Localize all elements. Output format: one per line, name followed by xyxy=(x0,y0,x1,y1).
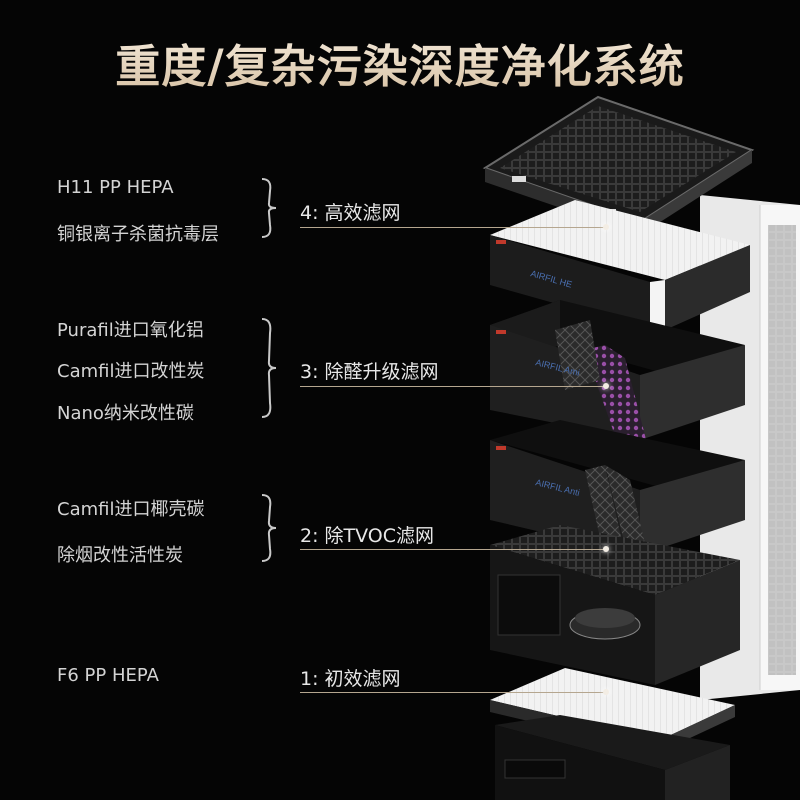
page-title: 重度/复杂污染深度净化系统 xyxy=(0,30,800,95)
brace-icon xyxy=(261,178,277,238)
leader-line xyxy=(300,386,605,387)
brace-icon xyxy=(261,494,277,562)
stage-label: 1: 初效滤网 xyxy=(300,668,401,690)
material-label: 除烟改性活性炭 xyxy=(57,545,183,566)
material-label: 铜银离子杀菌抗毒层 xyxy=(57,224,219,245)
material-label: Nano纳米改性碳 xyxy=(57,403,194,424)
stage-label: 3: 除醛升级滤网 xyxy=(300,361,439,383)
indicator-dot xyxy=(603,224,609,230)
base-unit xyxy=(495,715,730,800)
stage-label: 2: 除TVOC滤网 xyxy=(300,525,435,547)
stage-label: 4: 高效滤网 xyxy=(300,202,401,224)
brace-icon xyxy=(261,318,277,418)
material-label: Camfil进口改性炭 xyxy=(57,361,205,382)
material-label: F6 PP HEPA xyxy=(57,665,159,686)
material-label: Camfil进口椰壳碳 xyxy=(57,499,205,520)
indicator-dot xyxy=(603,546,609,552)
hepa-filter-module: AIRFIL HE xyxy=(490,200,750,330)
fan-module xyxy=(490,525,740,685)
material-label: Purafil进口氧化铝 xyxy=(57,320,204,341)
leader-line xyxy=(300,692,605,693)
material-label: H11 PP HEPA xyxy=(57,177,174,198)
tvoc-filter-module: AIRFIL Anti xyxy=(490,420,745,565)
formaldehyde-filter-module: AIRFIL Ami xyxy=(490,300,745,455)
top-grille-cover xyxy=(482,95,755,235)
leader-line xyxy=(300,227,605,228)
leader-line xyxy=(300,549,605,550)
indicator-dot xyxy=(603,689,609,695)
indicator-dot xyxy=(603,383,609,389)
